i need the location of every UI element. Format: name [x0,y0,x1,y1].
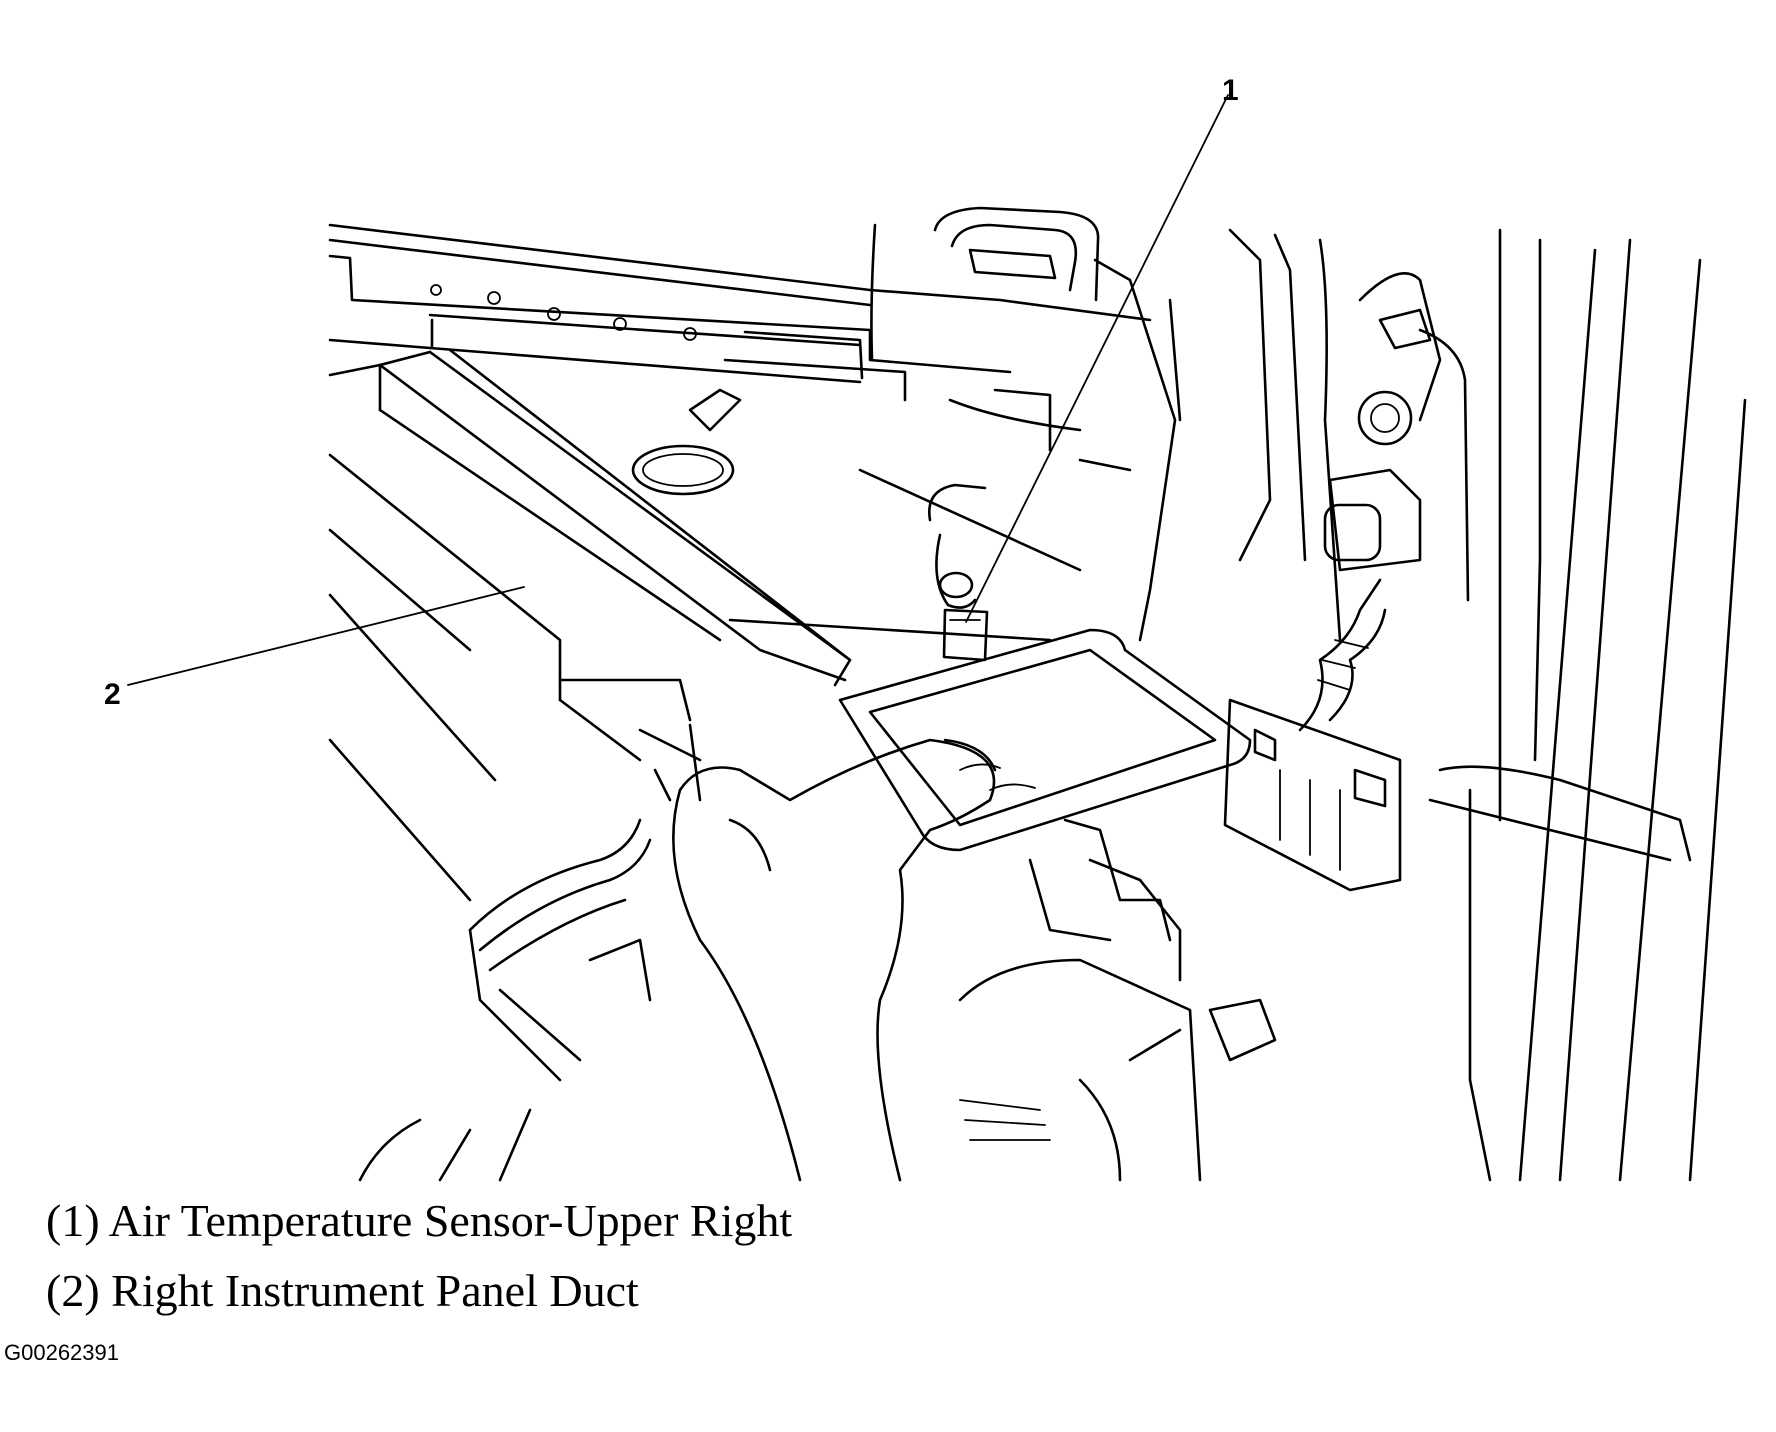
callout-number-2: 2 [104,678,121,711]
legend-item-2: (2) Right Instrument Panel Duct [46,1265,639,1316]
leader-line-2 [127,586,525,686]
figure-code: G00262391 [4,1340,119,1365]
right-pillar [1093,228,1747,1182]
legend: (1) Air Temperature Sensor-Upper Right (… [46,1186,792,1326]
harness-connector [1223,578,1402,892]
legend-item-1: (1) Air Temperature Sensor-Upper Right [46,1195,793,1246]
leader-line-1 [965,94,1229,623]
leader-lines [127,94,1229,686]
hand-and-sensor-housing [672,628,1277,1182]
dash-top-rail [328,223,1152,402]
right-instrument-panel-duct [328,348,852,902]
center-panel [631,388,1132,642]
left-wiring [358,818,652,1182]
instrument-panel-illustration: 1 2 [104,74,1747,1182]
upper-vent-outlet [870,206,1100,362]
callout-number-1: 1 [1222,74,1239,107]
